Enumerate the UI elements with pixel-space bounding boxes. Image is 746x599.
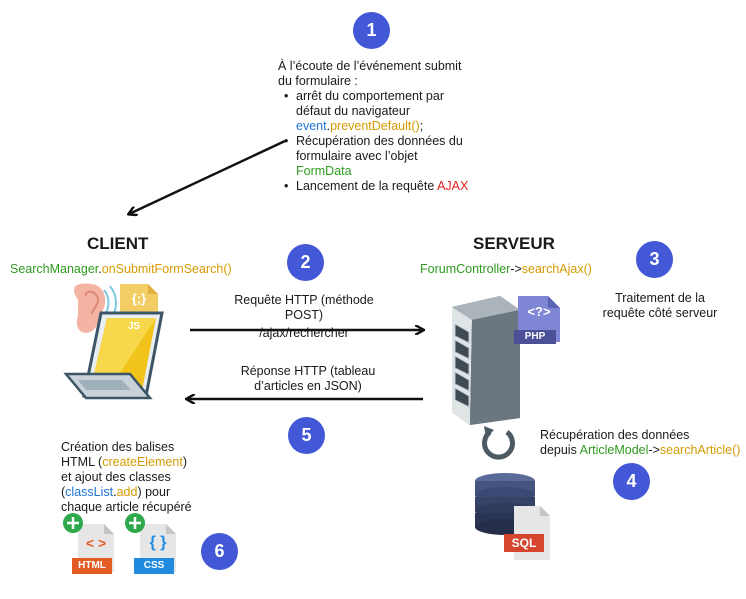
step3-line2: requête côté serveur <box>602 306 718 320</box>
php-file-icon <box>514 296 560 344</box>
step6-line4-end: ) pour <box>137 485 171 499</box>
response-label: Réponse HTTP (tableau d’articles en JSON… <box>228 364 388 394</box>
step-badge-6: 6 <box>201 533 238 570</box>
css-file-symbol: { } <box>149 534 167 551</box>
code-dot: . <box>113 485 117 499</box>
code-prevent-default: preventDefault() <box>330 119 420 133</box>
step4-description: Récupération des données depuis ArticleM… <box>540 428 746 458</box>
server-title: SERVEUR <box>473 234 555 253</box>
code-on-submit-form-search: onSubmitFormSearch() <box>101 262 232 276</box>
client-title: CLIENT <box>87 234 149 253</box>
code-ajax: AJAX <box>437 179 469 193</box>
step4-line2: depuis ArticleModel->searchArticle() <box>540 443 746 458</box>
code-forum-controller: ForumController <box>420 262 511 276</box>
code-semicolon: ; <box>419 119 424 133</box>
css-file-icon <box>125 513 176 574</box>
code-article-model: ArticleModel <box>579 443 649 457</box>
code-arrow: -> <box>648 443 660 457</box>
step6-line2: HTML (createElement) <box>61 455 231 470</box>
code-create-element: createElement <box>102 455 183 469</box>
code-add: add <box>116 485 138 499</box>
client-handler: SearchManager.onSubmitFormSearch() <box>10 262 232 277</box>
php-file-label: PHP <box>524 331 546 342</box>
database-icon <box>475 473 535 535</box>
step-badge-5: 5 <box>288 417 325 454</box>
html-file-icon <box>63 513 114 574</box>
step1-bullet-prevent: arrêt du comportement par défaut du navi… <box>284 89 488 134</box>
step1-bullet-ajax: Lancement de la requête AJAX <box>284 179 488 194</box>
sql-file-label: SQL <box>511 536 537 550</box>
js-file-label: JS <box>127 321 141 332</box>
step6-line3: et ajout des classes <box>61 470 171 484</box>
step1-bullet1-line2: défaut du navigateur <box>296 104 410 118</box>
request-label: Requête HTTP (méthode POST) /ajax/recher… <box>218 293 390 341</box>
code-dot: . <box>326 119 331 133</box>
code-arrow: -> <box>510 262 522 276</box>
step-badge-1: 1 <box>353 12 390 49</box>
request-line2: /ajax/rechercher <box>259 326 349 340</box>
step1-arrow <box>129 139 286 214</box>
request-line1: Requête HTTP (méthode POST) <box>234 293 374 322</box>
step1-bullet1-line1: arrêt du comportement par <box>296 89 444 103</box>
step1-bullet2-line2: formulaire avec l’objet <box>296 149 418 163</box>
code-event: event <box>296 119 327 133</box>
code-dot: . <box>98 262 102 276</box>
step6-description: Création des balises HTML (createElement… <box>61 440 231 515</box>
html-file-symbol: < > <box>85 535 107 551</box>
step6-line2-text: HTML ( <box>61 455 103 469</box>
step4-line1: Récupération des données <box>540 428 690 442</box>
php-file-symbol: <?> <box>527 304 551 319</box>
step1-bullet3-text: Lancement de la requête <box>296 179 438 193</box>
step6-line4-open: ( <box>61 485 66 499</box>
step1-intro-line1: À l’écoute de l’événement submit <box>278 59 462 73</box>
step-badge-4: 4 <box>613 463 650 500</box>
step1-bullet-formdata: Récupération des données du formulaire a… <box>284 134 488 179</box>
html-file-label: HTML <box>78 560 106 571</box>
js-file-symbol: {;} <box>131 291 147 306</box>
step6-line4: (classList.add) pour <box>61 485 231 500</box>
step1-bullet2-line1: Récupération des données du <box>296 134 463 148</box>
step1-description: À l’écoute de l’événement submit du form… <box>278 59 488 194</box>
step-badge-2: 2 <box>287 244 324 281</box>
code-search-article: searchArticle() <box>659 443 741 457</box>
refresh-cycle-icon <box>482 426 515 460</box>
step4-line2-text: depuis <box>540 443 580 457</box>
code-formdata: FormData <box>296 164 352 178</box>
code-class-list: classList <box>65 485 114 499</box>
css-file-label: CSS <box>143 560 165 571</box>
step3-line1: Traitement de la <box>615 291 705 305</box>
response-line2: d’articles en JSON) <box>254 379 362 393</box>
step1-intro-line2: du formulaire : <box>278 74 358 88</box>
step6-line5: chaque article récupéré <box>61 500 192 514</box>
code-search-manager: SearchManager <box>10 262 99 276</box>
step1-bullet1-code: event.preventDefault(); <box>296 119 488 134</box>
step-badge-3: 3 <box>636 241 673 278</box>
step3-description: Traitement de la requête côté serveur <box>590 291 730 321</box>
step6-line2-end: ) <box>182 455 187 469</box>
sql-file-icon <box>504 506 550 560</box>
code-search-ajax: searchAjax() <box>521 262 592 276</box>
response-line1: Réponse HTTP (tableau <box>240 364 376 378</box>
step6-line1: Création des balises <box>61 440 175 454</box>
server-handler: ForumController->searchAjax() <box>420 262 592 277</box>
